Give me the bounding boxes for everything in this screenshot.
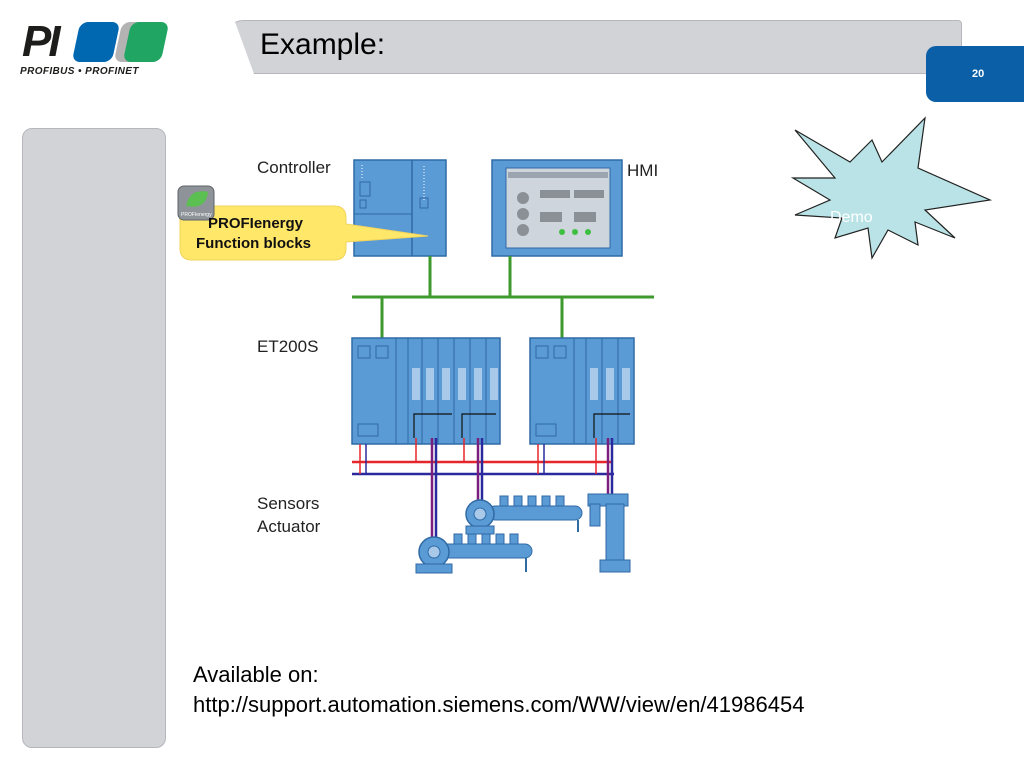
logo-mark: PI	[22, 17, 61, 66]
hmi-device	[491, 159, 623, 257]
proflenergy-callout: PROFIenergy PROFIenergy Function blocks	[177, 185, 429, 261]
page-number: 20	[972, 68, 985, 80]
availability-note: Available on: http://support.automation.…	[193, 660, 804, 720]
availability-url[interactable]: http://support.automation.siemens.com/WW…	[193, 692, 805, 717]
conveyor-lower	[415, 533, 533, 574]
profinet-network	[352, 256, 654, 338]
callout-badge-text: PROFIenergy	[181, 212, 212, 218]
page-number-tab	[926, 46, 1024, 102]
demo-starburst: Demo	[790, 116, 993, 260]
robot-arm	[587, 493, 631, 573]
label-actuator: Actuator	[257, 517, 321, 536]
availability-label: Available on:	[193, 662, 319, 687]
pi-logo: PI PROFIBUS • PROFINET	[18, 18, 168, 80]
starburst-text: Demo	[830, 209, 873, 226]
label-controller: Controller	[257, 158, 331, 177]
conveyor-upper	[465, 495, 583, 535]
callout-line1: PROFIenergy	[208, 215, 304, 232]
label-sensors: Sensors	[257, 494, 320, 513]
field-wires	[430, 438, 614, 548]
label-hmi: HMI	[627, 161, 659, 180]
logo-subtitle: PROFIBUS • PROFINET	[20, 66, 139, 77]
left-sidebar-panel	[22, 128, 166, 748]
et200s-station-1	[351, 337, 501, 445]
slide-title: Example:	[260, 28, 386, 61]
et200s-station-2	[529, 337, 635, 445]
label-et200s: ET200S	[257, 337, 319, 356]
controller-device	[353, 159, 447, 257]
callout-line2: Function blocks	[196, 235, 311, 252]
title-banner	[222, 20, 962, 74]
